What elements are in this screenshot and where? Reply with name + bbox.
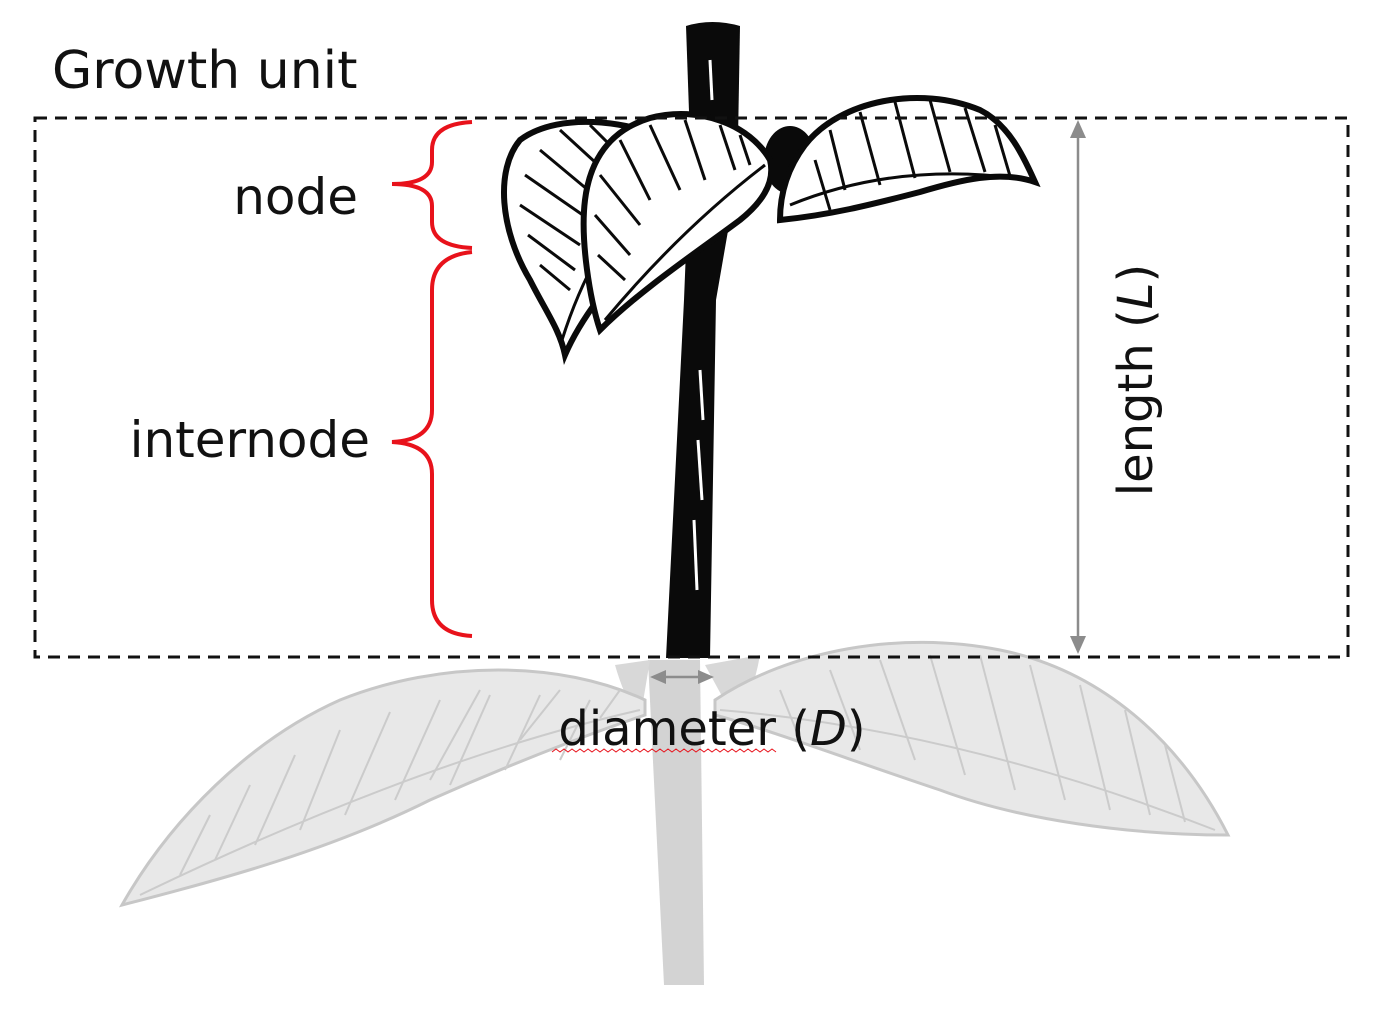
growth-unit-box	[33, 116, 1350, 659]
internode-label: internode	[130, 411, 370, 469]
leaf-center	[580, 111, 775, 336]
node-label: node	[233, 168, 358, 226]
ghost-stem	[648, 660, 704, 985]
node-brace	[391, 120, 473, 250]
upper-stem	[686, 22, 740, 140]
main-stem	[666, 150, 742, 658]
spellcheck-underline	[551, 748, 777, 753]
leaf-right	[776, 94, 1041, 224]
plant-illustration	[501, 22, 1041, 658]
diameter-arrow	[650, 670, 714, 684]
ghost-leaf-right	[713, 640, 1231, 837]
length-arrow	[1070, 120, 1086, 654]
diameter-label: diameter (D)	[558, 701, 865, 757]
length-label: length (L)	[1108, 264, 1164, 496]
internode-brace	[391, 250, 473, 638]
diagram-title: Growth unit	[52, 41, 358, 101]
ghost-plant-illustration	[118, 640, 1231, 985]
